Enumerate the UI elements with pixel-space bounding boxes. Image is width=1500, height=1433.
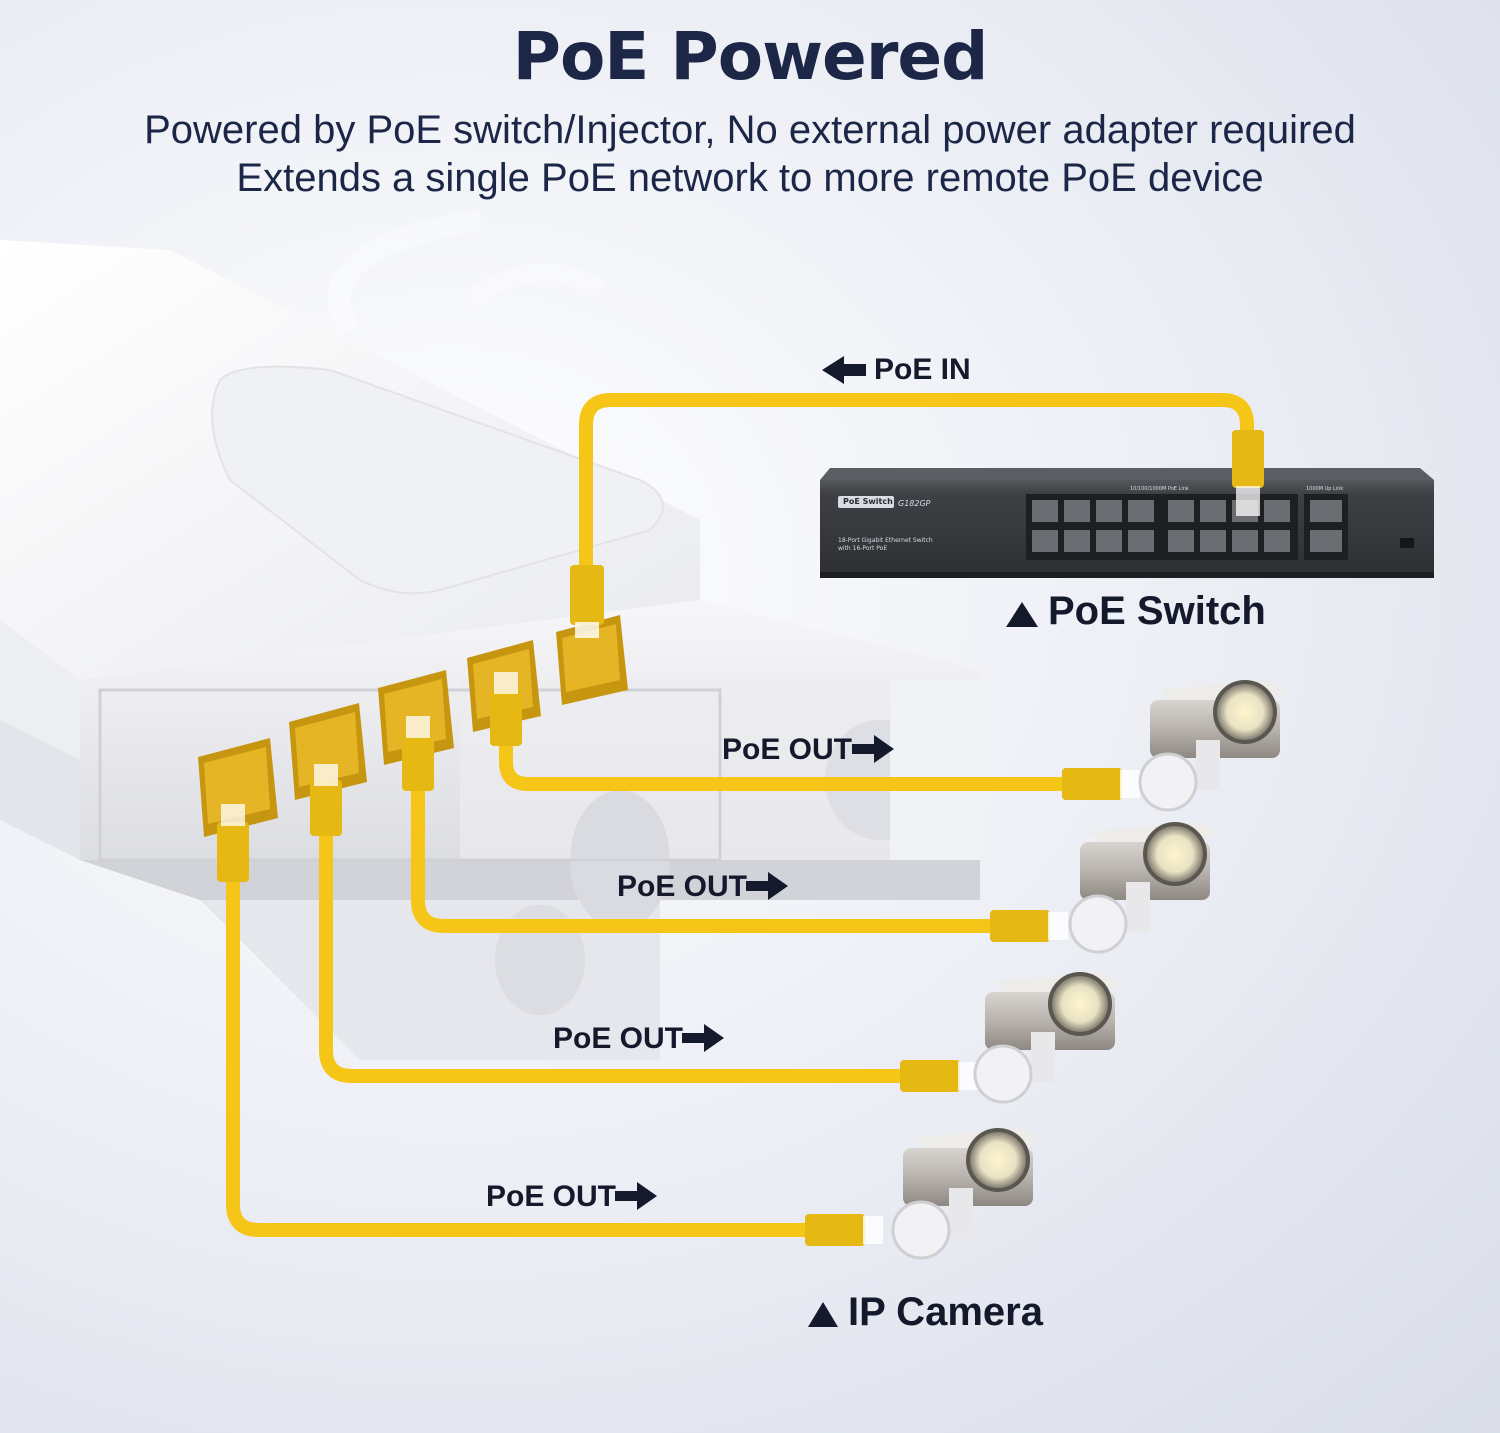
ip-camera-4 <box>891 1128 1043 1260</box>
switch-description-line1: 18-Port Gigabit Ethernet Switch <box>838 537 933 544</box>
switch-ports <box>1032 500 1414 552</box>
cable-poe-out-2 <box>411 768 1007 933</box>
switch-brand-tag: PoE Switch <box>843 497 893 506</box>
port-2 <box>289 703 367 800</box>
poe-in-label: PoE IN <box>874 353 971 386</box>
arrow-right-icon <box>615 1182 657 1210</box>
page-title: PoE Powered <box>512 18 989 95</box>
background-decoration <box>328 209 605 336</box>
poe-out-label-4: PoE OUT <box>486 1180 617 1213</box>
switch-uplink-label: 1000M Up Link <box>1306 486 1344 492</box>
poe-out-label-1: PoE OUT <box>722 733 853 766</box>
switch-description-line2: with 16-Port PoE <box>838 545 888 552</box>
poe-switch-label: PoE Switch <box>1048 589 1266 633</box>
cable-poe-out-3 <box>319 813 917 1083</box>
arrow-right-icon <box>852 735 894 763</box>
arrow-icons <box>615 356 1038 1327</box>
ethernet-cables <box>226 393 1254 1237</box>
triangle-up-icon <box>1006 602 1038 627</box>
poe-out-label-2: PoE OUT <box>617 870 748 903</box>
arrow-right-icon <box>746 872 788 900</box>
poe-switch-device <box>820 468 1434 578</box>
ip-camera-2 <box>1068 822 1220 954</box>
port-1 <box>198 738 278 837</box>
cable-poe-out-1 <box>499 723 1077 791</box>
subtitle-line-1: Powered by PoE switch/Injector, No exter… <box>144 108 1356 152</box>
switch-port-group-label: 10/100/1000M PoE Link <box>1130 486 1189 492</box>
subtitle-line-2: Extends a single PoE network to more rem… <box>236 156 1264 200</box>
ip-camera-label: IP Camera <box>848 1290 1043 1334</box>
cable-poe-in <box>579 393 1254 597</box>
switch-model: G182GP <box>898 499 931 508</box>
poe-out-label-3: PoE OUT <box>553 1022 684 1055</box>
ip-camera-1 <box>1138 680 1290 812</box>
cable-poe-out-4 <box>226 853 822 1237</box>
port-5 <box>556 615 628 705</box>
connectors <box>217 430 1264 1246</box>
ip-camera-3 <box>973 972 1125 1104</box>
arrow-right-icon <box>682 1024 724 1052</box>
arrow-left-icon <box>822 356 866 384</box>
triangle-up-icon <box>808 1302 838 1327</box>
